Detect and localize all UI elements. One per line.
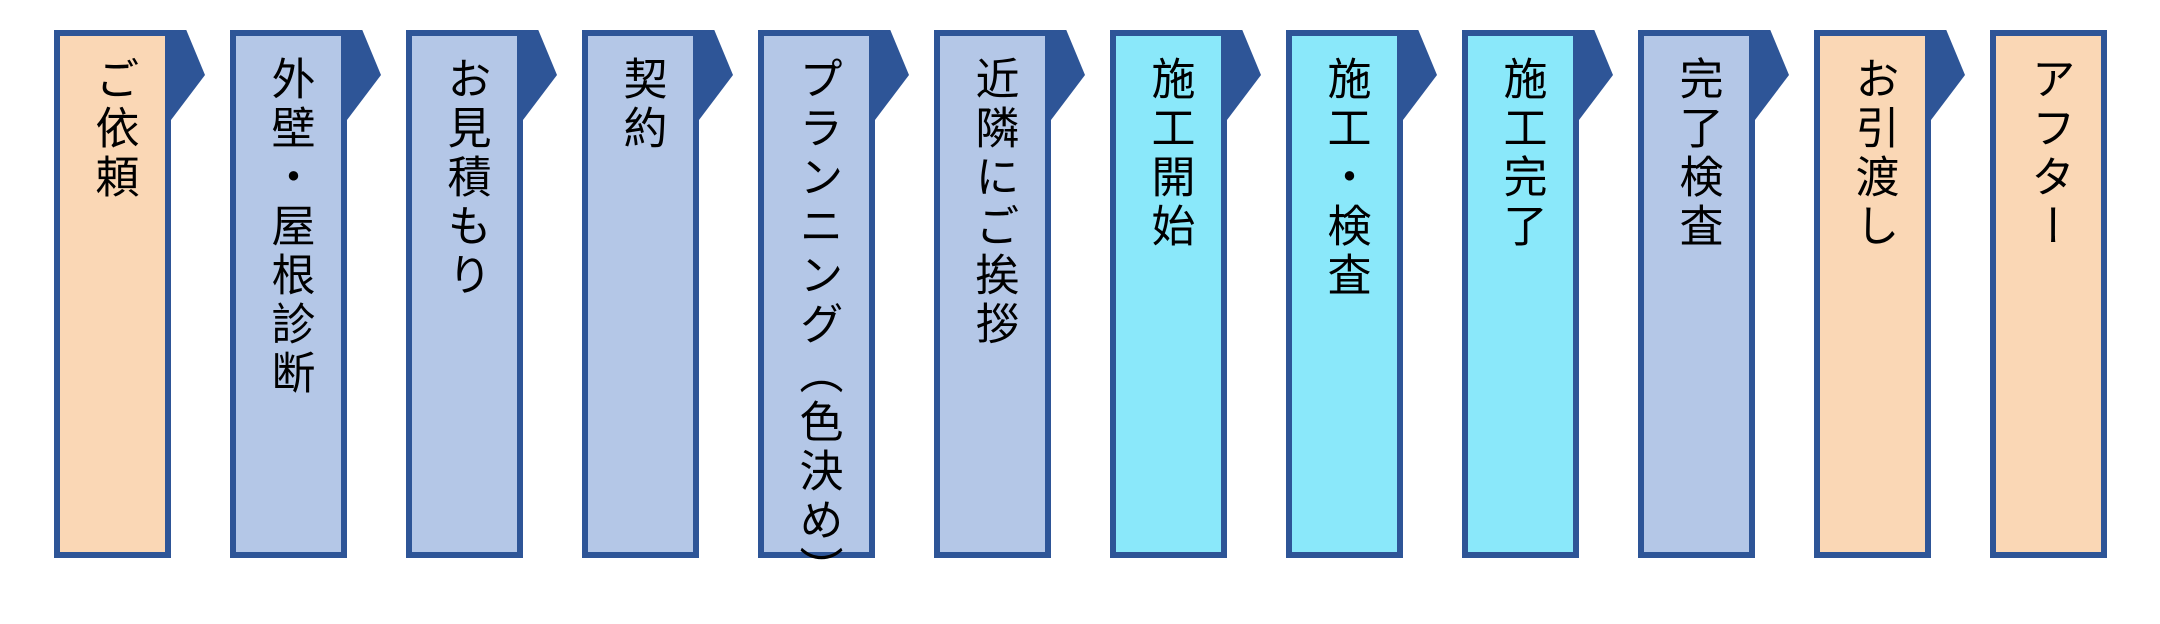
- step-label: 完了検査: [1672, 56, 1722, 252]
- process-step-box: 施工開始: [1110, 30, 1261, 558]
- process-step-box: 完了検査: [1638, 30, 1789, 558]
- step-label: 契約: [616, 56, 666, 154]
- process-step-box: 近隣にご挨拶: [934, 30, 1085, 558]
- process-step-box: 外壁・屋根診断: [230, 30, 381, 558]
- process-step-box: お見積もり: [406, 30, 557, 558]
- process-step-box: 施工完了: [1462, 30, 1613, 558]
- process-step-box: ご依頼: [54, 30, 205, 558]
- flow-arrow-icon: [523, 30, 557, 120]
- step-label: プランニング（色決め）: [792, 56, 842, 595]
- flow-arrow-icon: [1579, 30, 1613, 120]
- step-label: お引渡し: [1848, 56, 1898, 252]
- flow-arrow-icon: [1931, 30, 1965, 120]
- step-label: 外壁・屋根診断: [264, 56, 314, 399]
- step-label: 近隣にご挨拶: [968, 56, 1018, 350]
- step-label: アフター: [2024, 56, 2074, 252]
- steps-row: ご依頼 外壁・屋根診断 お見積もり 契約 プランニング（色決め） 近隣にご挨拶 …: [54, 30, 2107, 595]
- flow-arrow-icon: [347, 30, 381, 120]
- step-label: 施工完了: [1496, 56, 1546, 252]
- step-label: 施工開始: [1144, 56, 1194, 252]
- flow-arrow-icon: [1227, 30, 1261, 120]
- flow-arrow-icon: [171, 30, 205, 120]
- flow-arrow-icon: [1051, 30, 1085, 120]
- process-step-box: 契約: [582, 30, 733, 558]
- process-step-box: お引渡し: [1814, 30, 1965, 558]
- flow-arrow-icon: [875, 30, 909, 120]
- flow-arrow-icon: [1403, 30, 1437, 120]
- flow-arrow-icon: [699, 30, 733, 120]
- process-step-box: アフター: [1990, 30, 2107, 558]
- flow-arrow-icon: [1755, 30, 1789, 120]
- step-label: ご依頼: [88, 56, 138, 203]
- step-label: お見積もり: [440, 56, 490, 301]
- process-step-box: プランニング（色決め）: [758, 30, 909, 595]
- process-step-box: 施工・検査: [1286, 30, 1437, 558]
- step-label: 施工・検査: [1320, 56, 1370, 301]
